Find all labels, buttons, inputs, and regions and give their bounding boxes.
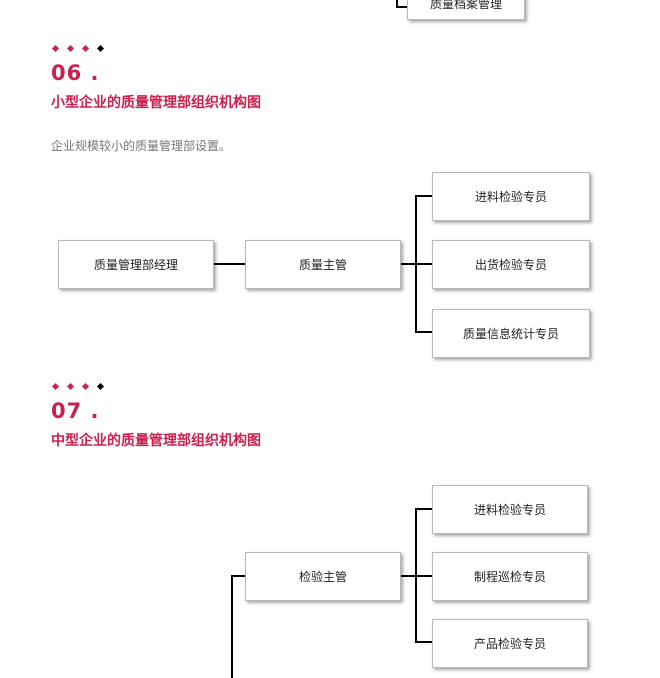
connector-line [231, 575, 233, 678]
diamond-icon [81, 382, 90, 391]
connector-line [401, 575, 416, 577]
diamond-icon [51, 382, 60, 391]
connector-line [396, 6, 407, 8]
section-description: 企业规模较小的质量管理部设置。 [51, 139, 232, 153]
connector-line [415, 575, 432, 577]
connector-line [396, 0, 398, 8]
box-label: 质量主管 [298, 258, 347, 272]
box-label: 产品检验专员 [473, 637, 546, 651]
process-patrol-inspector-box: 制程巡检专员 [432, 552, 588, 601]
box-label: 制程巡检专员 [473, 570, 546, 584]
connector-line [214, 263, 245, 265]
product-inspector-box: 产品检验专员 [432, 619, 588, 668]
diamond-icon [51, 44, 60, 53]
connector-line [231, 575, 245, 577]
decorative-dots [51, 44, 105, 53]
incoming-inspector-box: 进料检验专员 [432, 172, 590, 221]
connector-line [401, 263, 416, 265]
box-label: 质量管理部经理 [93, 258, 178, 272]
section-number: 06 . [51, 61, 100, 85]
incoming-inspector-box: 进料检验专员 [432, 485, 588, 534]
diamond-icon [96, 44, 105, 53]
section-number: 07 . [51, 399, 100, 423]
box-label: 进料检验专员 [473, 503, 546, 517]
diamond-icon [96, 382, 105, 391]
supervisor-box: 质量主管 [245, 240, 401, 289]
connector-line [415, 195, 432, 197]
diamond-icon [81, 44, 90, 53]
inspection-supervisor-box: 检验主管 [245, 552, 401, 601]
manager-box: 质量管理部经理 [58, 240, 214, 289]
outgoing-inspector-box: 出货检验专员 [432, 240, 590, 289]
box-label: 检验主管 [298, 570, 347, 584]
connector-line [415, 331, 432, 333]
box-label: 出货检验专员 [474, 258, 547, 272]
connector-line [415, 508, 432, 510]
statistics-specialist-box: 质量信息统计专员 [432, 309, 590, 358]
box-label: 质量档案管理 [429, 0, 502, 11]
decorative-dots [51, 382, 105, 391]
section-title: 小型企业的质量管理部组织机构图 [51, 95, 261, 111]
box-label: 进料检验专员 [474, 190, 547, 204]
diamond-icon [66, 44, 75, 53]
diamond-icon [66, 382, 75, 391]
connector-line [415, 263, 432, 265]
connector-line [415, 641, 432, 643]
section-title: 中型企业的质量管理部组织机构图 [51, 433, 261, 449]
quality-archive-box: 质量档案管理 [407, 0, 525, 20]
box-label: 质量信息统计专员 [462, 327, 559, 341]
